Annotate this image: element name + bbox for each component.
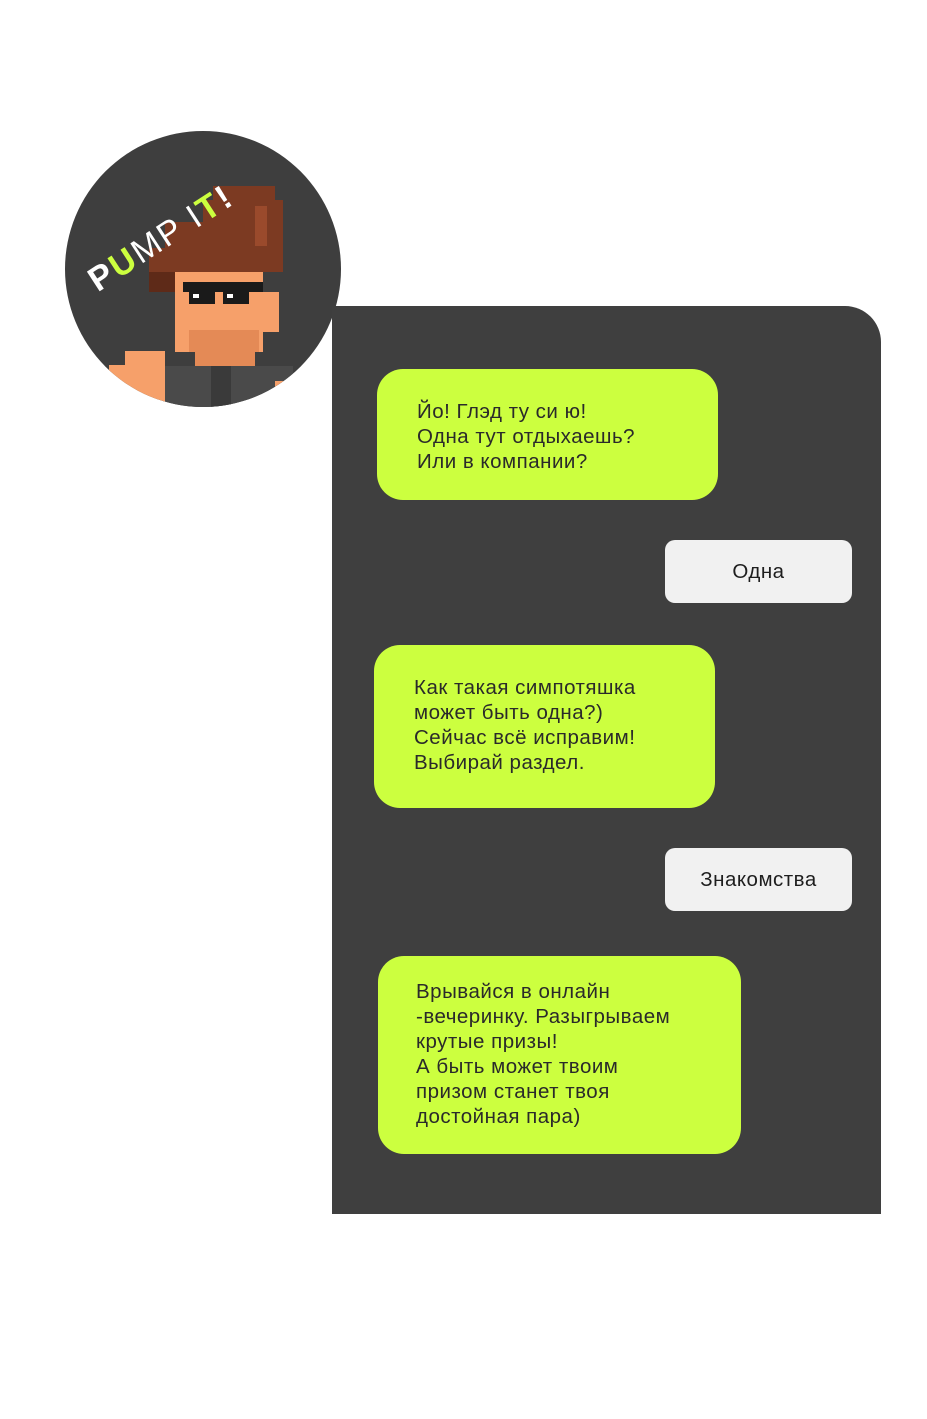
message-line: Или в компании?: [417, 450, 588, 473]
reply-button-znakomstva[interactable]: Знакомства: [665, 848, 852, 911]
message-line: Одна тут отдыхаешь?: [417, 425, 636, 448]
chat-panel: Йо! Глэд ту си ю! Одна тут отдыхаешь? Ил…: [332, 306, 881, 1214]
bot-message: Врывайся в онлайн -вечеринку. Разыгрывае…: [378, 956, 741, 1154]
bot-avatar: PUMP IT!: [65, 131, 341, 407]
message-line: может быть одна?): [414, 701, 604, 724]
reply-label: Знакомства: [700, 868, 817, 891]
message-line: крутые призы!: [416, 1030, 558, 1053]
reply-button-odna[interactable]: Одна: [665, 540, 852, 603]
message-line: Сейчас всё исправим!: [414, 726, 636, 749]
message-line: -вечеринку. Разыгрываем: [416, 1005, 671, 1028]
message-line: Врывайся в онлайн: [416, 980, 611, 1003]
message-line: А быть может твоим: [416, 1055, 619, 1078]
reply-label: Одна: [732, 560, 785, 583]
bot-message: Как такая симпотяшка может быть одна?) С…: [374, 645, 715, 808]
pixel-character-icon: PUMP IT!: [81, 178, 305, 407]
message-line: Выбирай раздел.: [414, 751, 585, 774]
message-line: достойная пара): [416, 1105, 581, 1128]
message-line: Йо! Глэд ту си ю!: [417, 400, 587, 423]
message-line: Как такая симпотяшка: [414, 676, 636, 699]
message-line: призом станет твоя: [416, 1080, 610, 1103]
bot-message: Йо! Глэд ту си ю! Одна тут отдыхаешь? Ил…: [377, 369, 718, 500]
